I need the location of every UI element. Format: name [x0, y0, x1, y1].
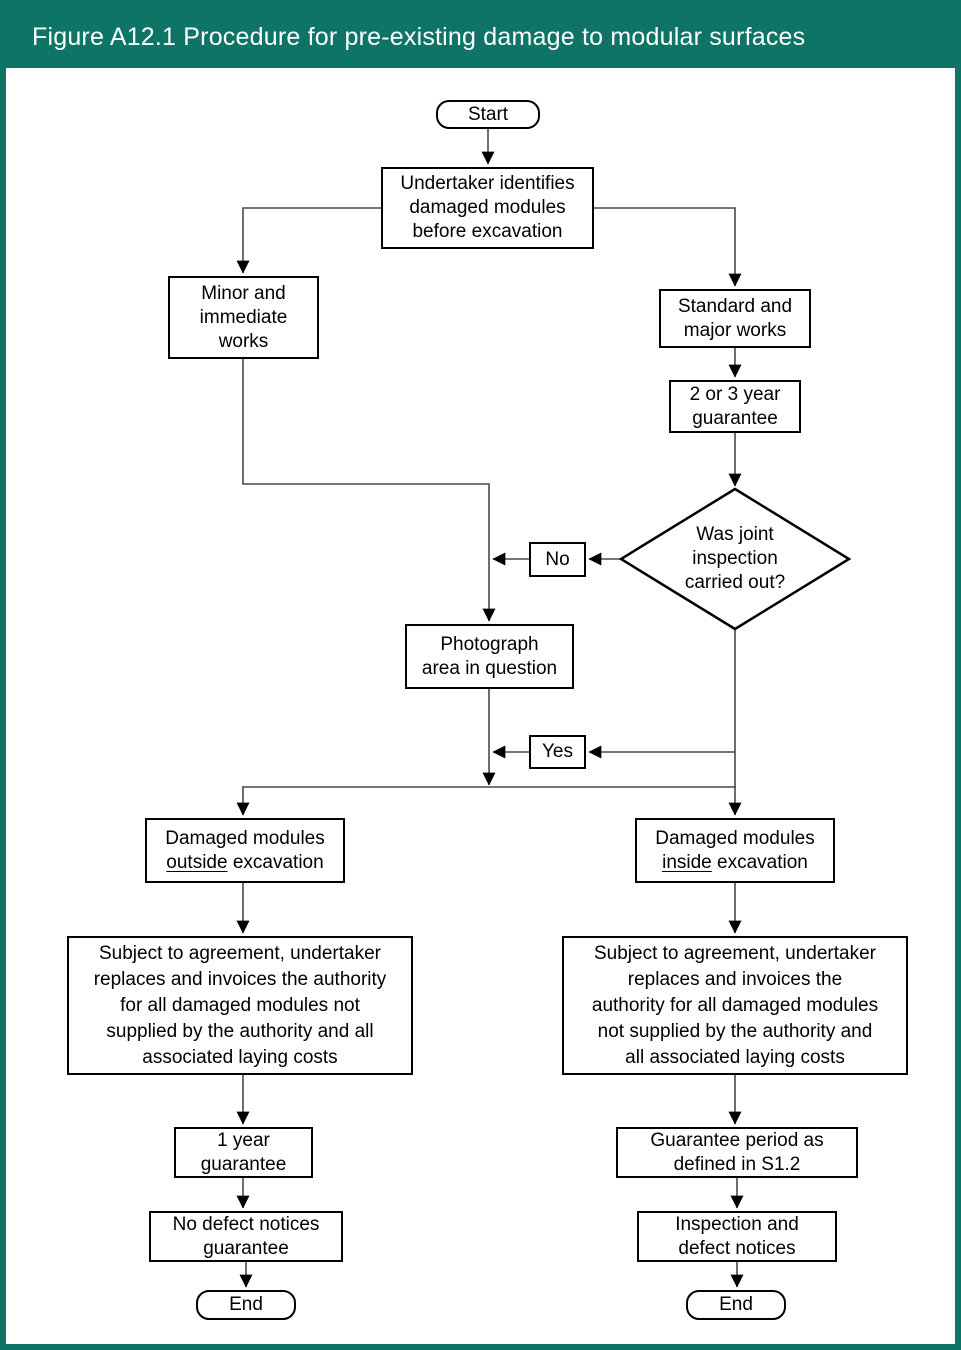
node-inspection-defect-notices: Inspection and defect notices	[637, 1211, 837, 1262]
no-label: No	[545, 548, 570, 570]
node-end-right-label: End	[719, 1294, 753, 1315]
node-guarantee-period: Guarantee period as defined in S1.2	[616, 1127, 858, 1178]
node-subject-to-agreement-right: Subject to agreement, undertaker replace…	[562, 936, 908, 1075]
node-minor-works-label: Minor and immediate works	[199, 282, 288, 352]
node-photograph-area: Photograph area in question	[405, 624, 574, 689]
node-no: No	[529, 542, 586, 577]
node-start: Start	[436, 100, 540, 129]
node-subject-right-label: Subject to agreement, undertaker replace…	[591, 942, 879, 1068]
node-guarantee-period-label: Guarantee period as defined in S1.2	[650, 1129, 824, 1175]
node-2-or-3-year-guarantee-label: 2 or 3 year guarantee	[689, 383, 781, 429]
node-start-label: Start	[467, 103, 509, 125]
decision-joint-inspection: Was joint inspection carried out?	[625, 519, 845, 599]
node-damaged-modules-inside: Damaged modules inside excavation	[635, 818, 835, 883]
node-2-or-3-year-guarantee: 2 or 3 year guarantee	[669, 380, 801, 433]
node-end-left: End	[196, 1290, 296, 1320]
node-photograph-label: Photograph area in question	[421, 633, 558, 679]
node-standard-works-label: Standard and major works	[677, 295, 793, 341]
node-standard-major-works: Standard and major works	[659, 289, 811, 348]
node-damaged-outside-label: Damaged modules outside excavation	[165, 827, 325, 873]
node-end-right: End	[686, 1290, 786, 1320]
node-undertaker-identifies: Undertaker identifies damaged modules be…	[381, 167, 594, 249]
node-end-left-label: End	[229, 1294, 263, 1315]
node-no-defect-notices: No defect notices guarantee	[149, 1211, 343, 1262]
figure-header-bar: Figure A12.1 Procedure for pre-existing …	[6, 6, 955, 68]
node-damaged-modules-outside: Damaged modules outside excavation	[145, 818, 345, 883]
node-1-year-guarantee-label: 1 year guarantee	[200, 1129, 287, 1175]
node-damaged-inside-label: Damaged modules inside excavation	[655, 827, 815, 873]
decision-joint-inspection-label: Was joint inspection carried out?	[684, 524, 786, 593]
figure-title: Figure A12.1 Procedure for pre-existing …	[32, 22, 806, 51]
yes-label: Yes	[542, 741, 573, 762]
node-inspection-notices-label: Inspection and defect notices	[675, 1213, 799, 1259]
node-subject-to-agreement-left: Subject to agreement, undertaker replace…	[67, 936, 413, 1075]
node-subject-left-label: Subject to agreement, undertaker replace…	[93, 942, 387, 1068]
node-undertaker-label: Undertaker identifies damaged modules be…	[400, 173, 575, 242]
node-no-defect-notices-label: No defect notices guarantee	[172, 1213, 320, 1259]
node-yes: Yes	[529, 735, 586, 769]
node-1-year-guarantee: 1 year guarantee	[174, 1127, 313, 1178]
node-minor-immediate-works: Minor and immediate works	[168, 276, 319, 359]
